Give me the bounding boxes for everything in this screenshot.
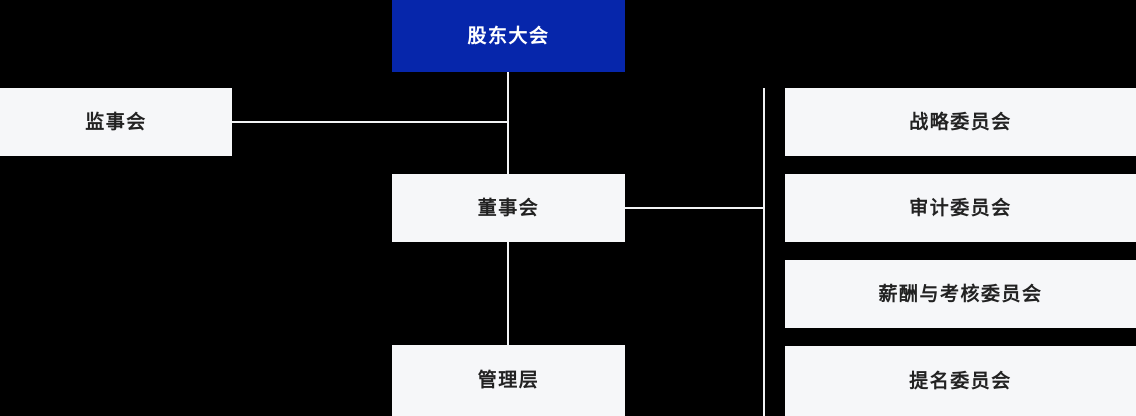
node-remuneration-appraisal-committee[interactable]: 薪酬与考核委员会	[785, 260, 1136, 328]
node-supervisory-board[interactable]: 监事会	[0, 88, 232, 156]
node-nomination-committee[interactable]: 提名委员会	[785, 346, 1136, 416]
node-management[interactable]: 管理层	[392, 345, 625, 416]
connector-board-to-committees	[625, 207, 765, 209]
node-strategy-committee[interactable]: 战略委员会	[785, 88, 1136, 156]
connector-board-to-management	[507, 242, 509, 345]
connector-shareholders-to-board	[507, 72, 509, 174]
node-audit-committee[interactable]: 审计委员会	[785, 174, 1136, 242]
connector-committees-trunk	[763, 88, 765, 416]
connector-supervisory-to-trunk	[232, 121, 509, 123]
node-board-of-directors[interactable]: 董事会	[392, 174, 625, 242]
node-shareholders-meeting[interactable]: 股东大会	[392, 0, 625, 72]
